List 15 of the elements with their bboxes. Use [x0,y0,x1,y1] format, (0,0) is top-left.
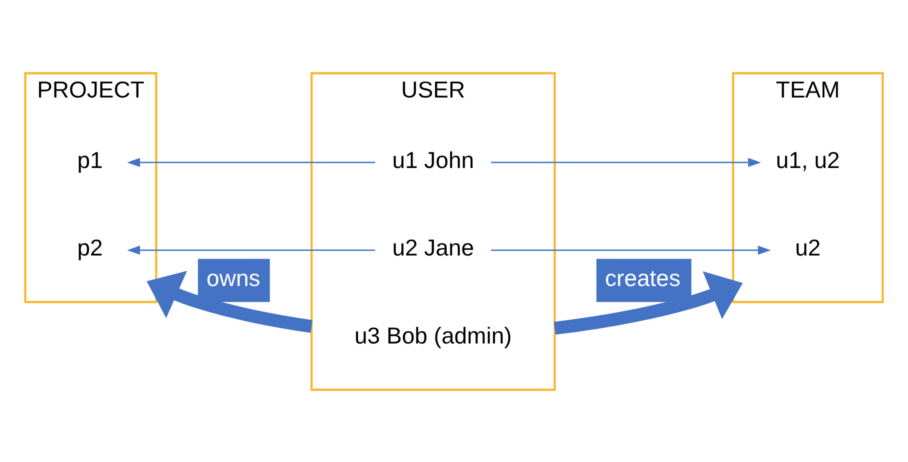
arrow [491,245,771,254]
arrow [127,157,376,166]
node-text: u1 John [392,146,474,172]
node-text: p2 [77,234,103,260]
node-text: u1, u2 [776,146,840,172]
node-text: u2 [795,234,821,260]
arrow [554,270,743,334]
node-text: u2 Jane [392,234,474,260]
arrow [491,157,762,166]
edge-label: creates [605,264,680,290]
node-text: p1 [77,146,103,172]
edge-label: owns [206,264,260,290]
node-text: u3 Bob (admin) [354,322,512,348]
arrow [127,245,376,254]
arrow [146,270,313,332]
